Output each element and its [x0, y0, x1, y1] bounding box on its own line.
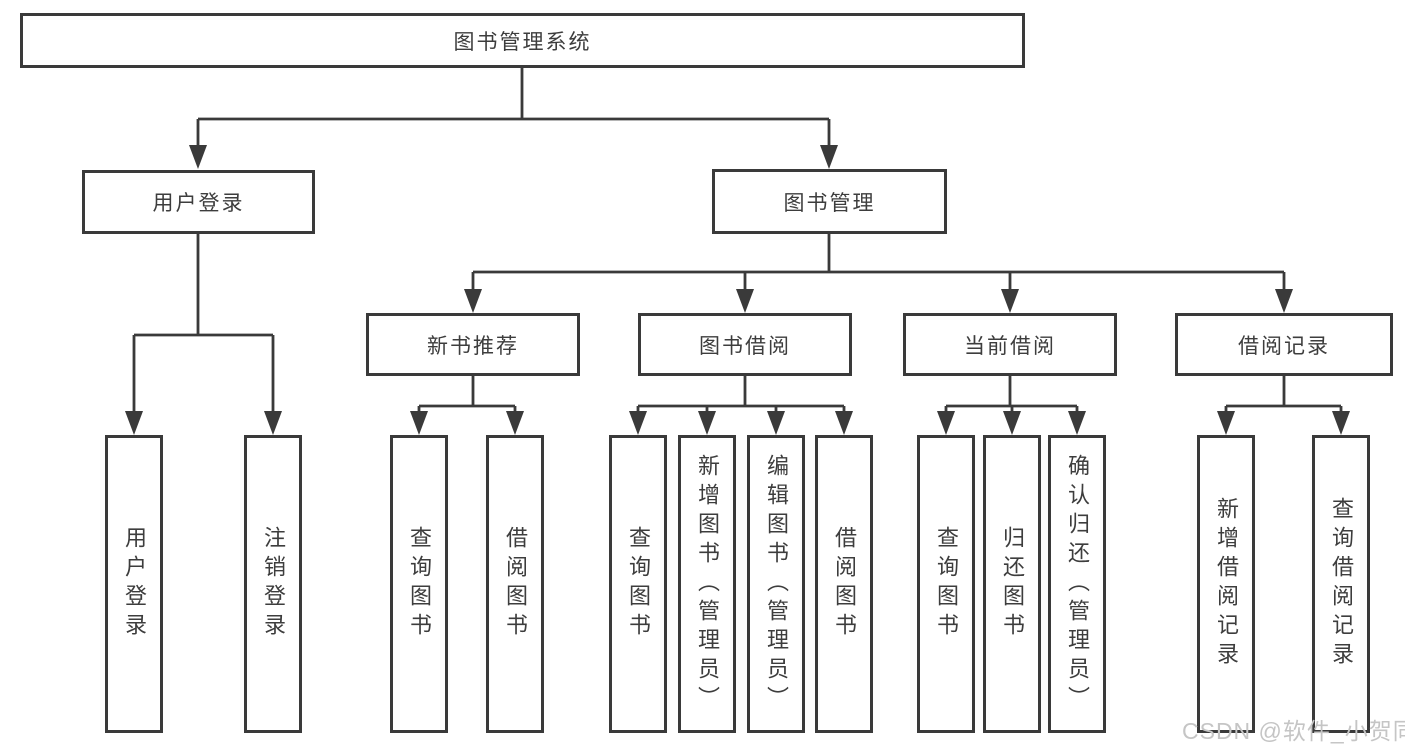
node-root: 图书管理系统: [20, 13, 1025, 68]
leaf-add-borrow-record: 新增借阅记录: [1197, 435, 1255, 733]
leaf-borrow-books-recommend: 借阅图书: [486, 435, 544, 733]
watermark: CSDN @软件_小贺同学: [1182, 718, 1405, 744]
leaf-query-books-recommend: 查询图书: [390, 435, 448, 733]
leaf-query-borrow-record: 查询借阅记录: [1312, 435, 1370, 733]
node-user-login: 用户登录: [82, 170, 315, 234]
leaf-return-book: 归还图书: [983, 435, 1041, 733]
leaf-edit-book-admin: 编辑图书（管理员）: [747, 435, 805, 733]
node-borrow-records: 借阅记录: [1175, 313, 1393, 376]
node-new-book-recommend: 新书推荐: [366, 313, 580, 376]
node-current-borrow: 当前借阅: [903, 313, 1117, 376]
node-book-borrow: 图书借阅: [638, 313, 852, 376]
arrowheads: [125, 145, 1350, 435]
leaf-user-login: 用户登录: [105, 435, 163, 733]
leaf-query-books-borrow: 查询图书: [609, 435, 667, 733]
leaf-add-book-admin: 新增图书（管理员）: [678, 435, 736, 733]
leaf-query-books-current: 查询图书: [917, 435, 975, 733]
leaf-confirm-return-admin: 确认归还（管理员）: [1048, 435, 1106, 733]
node-book-management: 图书管理: [712, 169, 947, 234]
leaf-logout: 注销登录: [244, 435, 302, 733]
leaf-borrow-books: 借阅图书: [815, 435, 873, 733]
